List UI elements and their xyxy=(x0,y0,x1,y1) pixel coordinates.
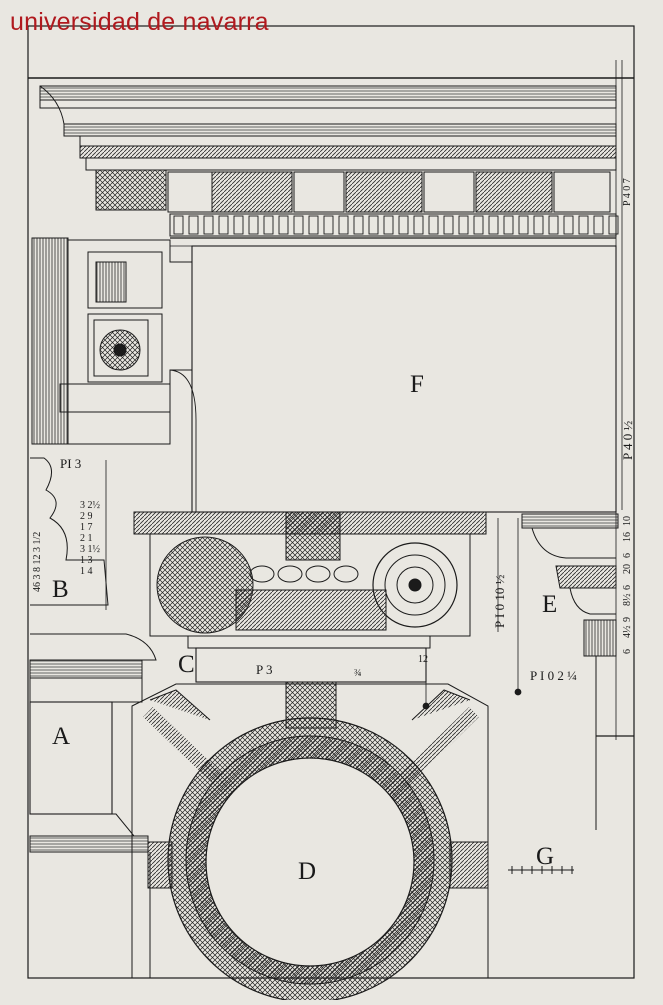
e-scale-number: 10 xyxy=(622,516,633,526)
ionic-capital xyxy=(133,511,487,683)
capital-profile-e xyxy=(521,513,634,830)
e-scale-numbers: 10 16 6 20 6 8½ 9 4½ 6 xyxy=(622,516,633,654)
measure-p4-0-7: P 4 0 7 xyxy=(622,178,633,206)
dentil xyxy=(278,215,289,235)
dentil xyxy=(353,215,364,235)
b-scale-number: 1 3 xyxy=(80,555,93,566)
dentil xyxy=(473,215,484,235)
e-scale-number: 8½ xyxy=(622,593,633,606)
measure-p3: P 3 xyxy=(256,662,273,677)
frieze xyxy=(191,245,617,513)
dentil xyxy=(173,215,184,235)
b-scale-number: 1 7 xyxy=(80,522,93,533)
e-scale-number: 20 xyxy=(622,564,633,574)
label-c: C xyxy=(178,651,195,678)
e-scale-number: 16 xyxy=(622,532,633,542)
e-scale-number: 6 xyxy=(622,585,633,590)
dentil xyxy=(503,215,514,235)
dentil xyxy=(293,215,304,235)
dentil xyxy=(188,215,199,235)
plate-labels: F B C A E D G xyxy=(52,371,557,885)
dentil xyxy=(533,215,544,235)
dentil xyxy=(203,215,214,235)
b-scale-number: 1 4 xyxy=(80,566,93,577)
pedestal-a xyxy=(29,633,157,978)
label-e: E xyxy=(542,591,557,618)
label-b: B xyxy=(52,576,69,603)
dentil xyxy=(608,215,619,235)
dentil xyxy=(548,215,559,235)
dentil xyxy=(338,215,349,235)
b-scale-number: 2 9 xyxy=(80,511,93,522)
dentil xyxy=(488,215,499,235)
measure-12: 12 xyxy=(418,654,428,665)
measure-three-quarter: ¾ xyxy=(354,668,362,679)
measure-p4-half: P 4 0 ½ xyxy=(620,421,635,460)
dentil xyxy=(443,215,454,235)
e-scale-number: 9 xyxy=(622,617,633,622)
dentil-row xyxy=(173,215,619,235)
dentil xyxy=(428,215,439,235)
architrave-profile xyxy=(31,237,197,512)
label-g: G xyxy=(536,843,554,870)
measure-b-scale-left: 46 3 8 12 3 1/2 xyxy=(32,532,43,592)
measure-pi3: PI 3 xyxy=(60,456,81,471)
dentil xyxy=(398,215,409,235)
dentil xyxy=(218,215,229,235)
dentil xyxy=(323,215,334,235)
scale-bar-g xyxy=(508,866,574,874)
dentil xyxy=(383,215,394,235)
volute-left xyxy=(156,536,254,634)
dentil xyxy=(518,215,529,235)
dentil xyxy=(308,215,319,235)
dentil xyxy=(563,215,574,235)
plan-d xyxy=(131,681,489,1003)
plan-inner-circle xyxy=(205,757,415,967)
label-a: A xyxy=(52,723,70,750)
measure-texts: PI 3 P 3 ¾ 12 P I 0 2 ¼ P I 0 10 ½ P 4 0… xyxy=(32,178,635,683)
base-profile-b xyxy=(30,457,109,610)
measure-lines xyxy=(422,60,623,710)
b-scale-numbers: 3 2½2 91 72 13 1½1 31 4 xyxy=(80,500,101,577)
dentil xyxy=(368,215,379,235)
e-scale-number: 4½ xyxy=(622,625,633,638)
dentil xyxy=(578,215,589,235)
dentil xyxy=(248,215,259,235)
watermark-label: universidad de navarra xyxy=(10,8,269,36)
dentils xyxy=(169,213,617,237)
label-f: F xyxy=(410,371,424,398)
e-scale-number: 6 xyxy=(622,649,633,654)
cornice xyxy=(28,77,634,247)
label-d: D xyxy=(298,858,316,885)
b-scale-number: 2 1 xyxy=(80,533,93,544)
dentil xyxy=(413,215,424,235)
e-scale-number: 6 xyxy=(622,553,633,558)
measure-p10-half: P I 0 10 ½ xyxy=(492,574,507,628)
b-scale-number: 3 2½ xyxy=(80,500,101,511)
dentil xyxy=(458,215,469,235)
modillions xyxy=(95,169,611,213)
volute-right xyxy=(372,542,458,628)
b-scale-number: 3 1½ xyxy=(80,544,101,555)
dentil xyxy=(593,215,604,235)
dentil xyxy=(263,215,274,235)
dentil xyxy=(233,215,244,235)
measure-pi2-quarter: P I 0 2 ¼ xyxy=(530,668,577,683)
